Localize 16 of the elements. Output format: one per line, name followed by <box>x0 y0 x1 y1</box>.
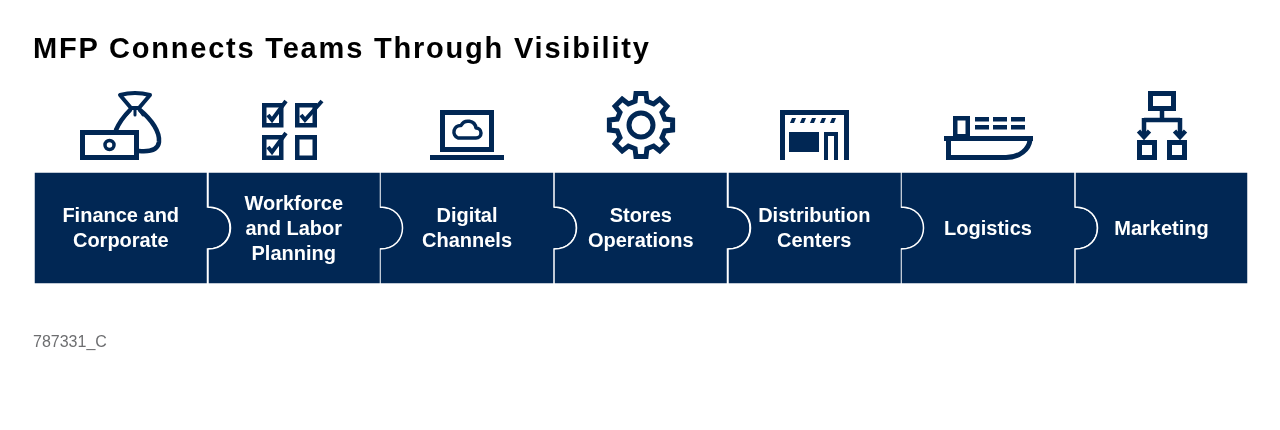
diagram-title: MFP Connects Teams Through Visibility <box>33 31 651 66</box>
puzzle-piece <box>1075 172 1248 284</box>
team-label: Workforce and Labor Planning <box>243 190 344 266</box>
puzzle-piece <box>34 172 231 284</box>
figure-id: 787331_C <box>33 332 107 352</box>
puzzle-piece <box>207 172 403 284</box>
puzzle-piece <box>901 172 1098 284</box>
team-label: Digital Channels <box>421 203 513 253</box>
team-label: Marketing <box>1114 215 1209 241</box>
team-label: Stores Operations <box>586 203 695 253</box>
team-label: Finance and Corporate <box>61 203 181 253</box>
puzzle-piece <box>727 172 924 284</box>
team-label: Logistics <box>944 215 1032 241</box>
puzzle-piece <box>554 172 751 284</box>
puzzle-piece <box>380 172 577 284</box>
team-label: Distribution Centers <box>757 203 872 253</box>
